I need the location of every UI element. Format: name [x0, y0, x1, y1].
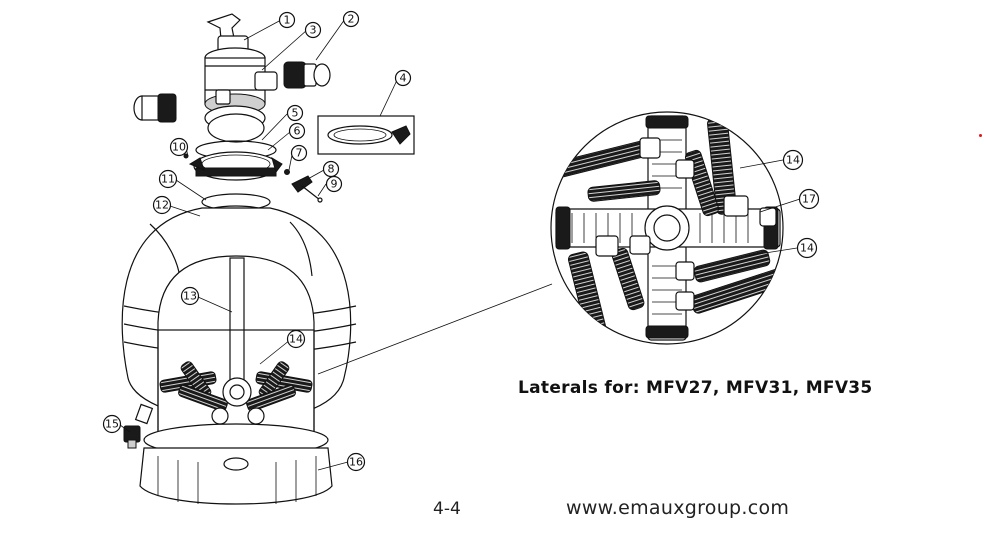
detail-callout-14-bottom: 14	[796, 237, 818, 259]
svg-text:4: 4	[400, 72, 407, 85]
callout-4: 4	[394, 69, 412, 87]
svg-text:12: 12	[155, 199, 169, 212]
svg-text:10: 10	[172, 141, 186, 154]
svg-text:17: 17	[802, 193, 816, 206]
svg-text:5: 5	[292, 107, 299, 120]
detail-connector-line	[317, 283, 553, 375]
detail-callout-14-top: 14	[782, 149, 804, 171]
svg-text:14: 14	[800, 242, 814, 255]
callout-5: 5	[286, 104, 304, 122]
callout-6: 6	[288, 122, 306, 140]
port-union-right	[283, 61, 331, 89]
callout-12: 12	[152, 195, 172, 215]
svg-text:3: 3	[310, 24, 317, 37]
detail-callout-17: 17	[798, 188, 820, 210]
svg-text:13: 13	[183, 290, 197, 303]
svg-text:2: 2	[348, 13, 355, 26]
callout-15: 15	[102, 414, 122, 434]
multiport-valve	[204, 13, 278, 143]
filter-base	[139, 423, 333, 505]
callout-16: 16	[346, 452, 366, 472]
laterals-detail-circle	[550, 111, 784, 345]
svg-text:14: 14	[786, 154, 800, 167]
callout-11: 11	[158, 169, 178, 189]
svg-text:11: 11	[161, 173, 175, 186]
callout-9: 9	[325, 175, 343, 193]
tank-laterals	[159, 361, 313, 425]
drain-plug	[123, 403, 154, 449]
callout-2: 2	[342, 10, 360, 28]
website-url: www.emauxgroup.com	[566, 497, 790, 519]
callout-3: 3	[304, 21, 322, 39]
svg-text:1: 1	[284, 14, 291, 27]
callout-leaders	[119, 18, 801, 471]
svg-text:7: 7	[296, 147, 303, 160]
red-dot-mark	[979, 134, 982, 137]
svg-text:6: 6	[294, 125, 301, 138]
svg-text:15: 15	[105, 418, 119, 431]
callout-8: 8	[322, 160, 340, 178]
callouts: 1 2 3 4 5 6 7 8 9 10 11 12 13 14 15 16 1…	[102, 10, 820, 472]
svg-text:16: 16	[349, 456, 363, 469]
callout-13: 13	[180, 286, 200, 306]
svg-text:14: 14	[289, 333, 303, 346]
svg-text:9: 9	[331, 178, 338, 191]
callout-14: 14	[286, 329, 306, 349]
clamp-detail-box	[317, 115, 415, 155]
clamp-ring	[188, 140, 283, 181]
callout-1: 1	[278, 11, 296, 29]
bolt-set	[183, 153, 323, 203]
laterals-caption: Laterals for: MFV27, MFV31, MFV35	[518, 378, 873, 398]
svg-text:8: 8	[328, 163, 335, 176]
page-number: 4-4	[433, 499, 461, 519]
port-union-left	[133, 93, 177, 123]
callout-10: 10	[169, 137, 189, 157]
callout-7: 7	[290, 144, 308, 162]
